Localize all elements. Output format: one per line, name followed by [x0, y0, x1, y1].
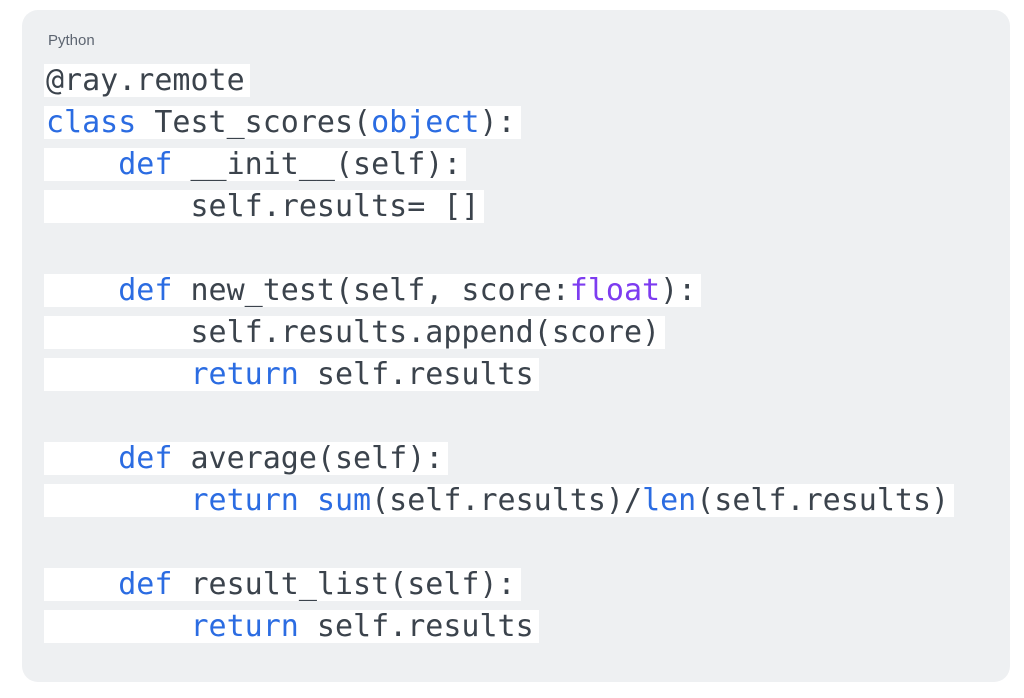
code-token-keyword: return: [190, 483, 299, 518]
code-line-highlight: def new_test(self, score:float):: [44, 273, 702, 308]
code-line: return self.results: [44, 358, 1006, 391]
code-line: def result_list(self):: [44, 568, 1006, 601]
code-token-plain: result_list(self):: [172, 567, 516, 602]
code-blank-line: [44, 400, 1006, 433]
code-line: return sum(self.results)/len(self.result…: [44, 484, 1006, 517]
code-token-keyword: return: [190, 357, 299, 392]
code-line: self.results= []: [44, 190, 1006, 223]
code-token-plain: [46, 273, 118, 308]
code-line-highlight: return self.results: [44, 610, 539, 643]
code-line-highlight: @ray.remote: [44, 64, 250, 97]
code-line: self.results.append(score): [44, 316, 1006, 349]
code-token-plain: (self.results): [696, 483, 950, 518]
code-line: def __init__(self):: [44, 148, 1006, 181]
code-line-highlight: def __init__(self):: [44, 147, 467, 182]
code-token-plain: __init__(self):: [172, 147, 462, 182]
code-line-highlight: def result_list(self):: [44, 568, 521, 601]
code-line: def new_test(self, score:float):: [44, 274, 1006, 307]
code-line: class Test_scores(object):: [44, 106, 1006, 139]
code-blank-line: [44, 526, 1006, 559]
code-token-keyword: class: [46, 105, 137, 140]
code-token-keyword: def: [118, 441, 173, 476]
code-line-highlight: class Test_scores(object):: [44, 106, 521, 139]
code-token-plain: self.results.append(score): [46, 315, 661, 350]
code-token-plain: [46, 483, 191, 518]
code-token-keyword: def: [118, 567, 173, 602]
code-token-plain: new_test(self, score:: [172, 273, 570, 308]
language-label: Python: [48, 32, 95, 49]
code-token-plain: [46, 441, 118, 476]
code-token-plain: self.results= []: [46, 189, 480, 224]
code-token-plain: [299, 483, 317, 518]
code-token-plain: [46, 609, 191, 644]
code-line-highlight: self.results= []: [44, 189, 485, 224]
code-token-plain: ):: [479, 105, 516, 140]
code-token-plain: ):: [660, 273, 697, 308]
code-blank-line: [44, 232, 1006, 265]
code-token-keyword: len: [642, 483, 697, 518]
code-token-plain: self.results: [298, 357, 534, 392]
code-token-keyword: sum: [316, 483, 372, 518]
code-token-plain: (self.results)/: [371, 483, 643, 518]
code-token-plain: [46, 147, 118, 182]
code-token-keyword: def: [118, 273, 173, 308]
code-token-plain: @ray.remote: [46, 63, 245, 98]
code-line: def average(self):: [44, 442, 1006, 475]
code-line: return self.results: [44, 610, 1006, 643]
code-token-plain: [46, 567, 118, 602]
code-block-card: Python @ray.remote class Test_scores(obje…: [22, 10, 1010, 682]
code-content: @ray.remote class Test_scores(object): de…: [44, 64, 1006, 652]
code-token-type: float: [569, 273, 661, 308]
code-line: @ray.remote: [44, 64, 1006, 97]
code-token-keyword: object: [371, 105, 480, 140]
code-line-highlight: def average(self):: [44, 441, 449, 476]
code-line-highlight: return self.results: [44, 358, 539, 391]
code-token-plain: [46, 357, 191, 392]
code-token-plain: average(self):: [172, 441, 444, 476]
code-token-plain: self.results: [298, 609, 534, 644]
code-token-keyword: def: [118, 147, 173, 182]
code-line-highlight: return sum(self.results)/len(self.result…: [44, 483, 955, 518]
code-line-highlight: self.results.append(score): [44, 315, 666, 350]
code-token-plain: Test_scores(: [136, 105, 372, 140]
code-token-keyword: return: [190, 609, 299, 644]
